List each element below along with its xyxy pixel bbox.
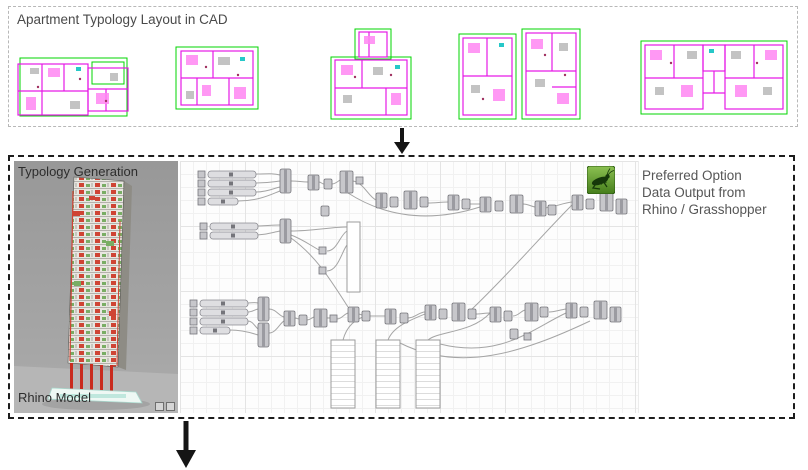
- floor-plan-2: [175, 46, 259, 110]
- annotation-line-1: Preferred Option: [642, 168, 742, 183]
- cad-panel-title: Apartment Typology Layout in CAD: [17, 12, 228, 27]
- wire-connections: [229, 173, 591, 359]
- grasshopper-icon: [587, 166, 615, 194]
- flow-arrow-down-icon: [394, 128, 410, 154]
- rhino-tower-model: [14, 161, 178, 413]
- grasshopper-canvas: [180, 161, 639, 413]
- floor-plan-4: [458, 28, 581, 120]
- flow-arrow-down-icon-2: [176, 421, 196, 468]
- annotation-line-2: Data Output from: [642, 185, 746, 200]
- viewport-tab-icons: [155, 402, 175, 411]
- cad-floor-plans: [17, 28, 788, 120]
- slider-bank-bottom: [189, 296, 270, 348]
- floor-plan-1: [17, 57, 129, 117]
- floor-plan-5: [640, 40, 788, 115]
- data-list-panels: [330, 339, 441, 409]
- viewport-caption: Rhino Model: [18, 390, 91, 405]
- viewport-title: Typology Generation: [18, 164, 138, 179]
- annotation-line-3: Rhino / Grasshopper: [642, 202, 767, 217]
- node-chain-top: [307, 170, 628, 217]
- node-cluster-middle: [199, 218, 361, 293]
- rhino-grasshopper-panel: Typology Generation Rhino Model: [8, 155, 795, 419]
- cad-panel: Apartment Typology Layout in CAD: [8, 6, 798, 127]
- grasshopper-node-graph: [189, 168, 628, 409]
- annotation-text: Preferred Option Data Output from Rhino …: [642, 167, 767, 218]
- rhino-viewport: Typology Generation Rhino Model: [14, 161, 178, 413]
- floor-plan-3: [330, 28, 412, 120]
- node-chain-bottom: [283, 300, 622, 341]
